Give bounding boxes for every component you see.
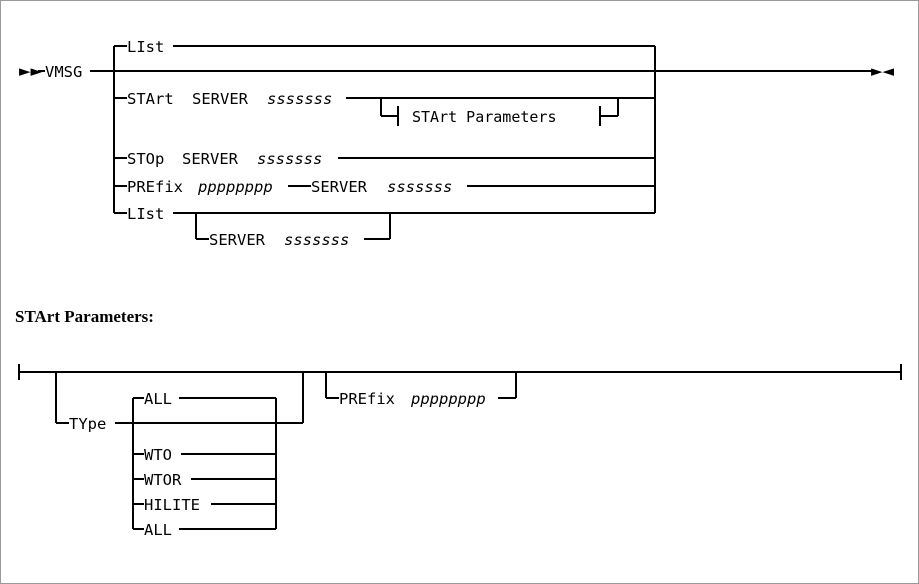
branch-var-stop-server-name: sssssss bbox=[257, 150, 322, 168]
fragment-heading: STArt Parameters: bbox=[15, 307, 154, 326]
command-label-vmsg: VMSG bbox=[45, 63, 82, 81]
branch-var-prefix-server-name: sssssss bbox=[387, 178, 452, 196]
sub-branch-var-server-name: sssssss bbox=[284, 231, 349, 249]
branch-label-stop: STOp bbox=[127, 150, 164, 168]
choice-label-all-default: ALL bbox=[144, 390, 172, 408]
choice-label-wto: WTO bbox=[144, 446, 172, 464]
branch-var-prefix-value: pppppppp bbox=[197, 178, 273, 196]
branch-var-start-server-name: sssssss bbox=[267, 90, 332, 108]
branch-label-stop-server: SERVER bbox=[182, 150, 239, 168]
branch-label-list-bottom: LIst bbox=[127, 205, 164, 223]
group-label-type: TYpe bbox=[69, 415, 106, 433]
branch-label-list-top: LIst bbox=[127, 38, 164, 56]
branch-label-prefix: PREfix bbox=[127, 178, 183, 196]
branch-label-start: STArt bbox=[127, 90, 174, 108]
group-var-prefix-value: pppppppp bbox=[410, 390, 486, 408]
end-arrow-icon: ►◄ bbox=[871, 62, 895, 80]
main-diagram-group: ►► VMSG LIst STArt SERVER sssssss bbox=[19, 38, 895, 249]
choice-label-all: ALL bbox=[144, 521, 172, 539]
choice-label-wtor: WTOR bbox=[144, 471, 182, 489]
choice-label-hilite: HILITE bbox=[144, 496, 200, 514]
branch-label-prefix-server: SERVER bbox=[311, 178, 368, 196]
start-arrow-icon: ►► bbox=[19, 62, 43, 80]
branch-label-start-server: SERVER bbox=[192, 90, 249, 108]
fragment-diagram-group: TYpe ALL WTO WTOR HILITE bbox=[18, 364, 902, 539]
fragment-reference-label: STArt Parameters bbox=[412, 108, 557, 126]
sub-branch-label-server: SERVER bbox=[209, 231, 266, 249]
group-label-prefix: PREfix bbox=[339, 390, 395, 408]
